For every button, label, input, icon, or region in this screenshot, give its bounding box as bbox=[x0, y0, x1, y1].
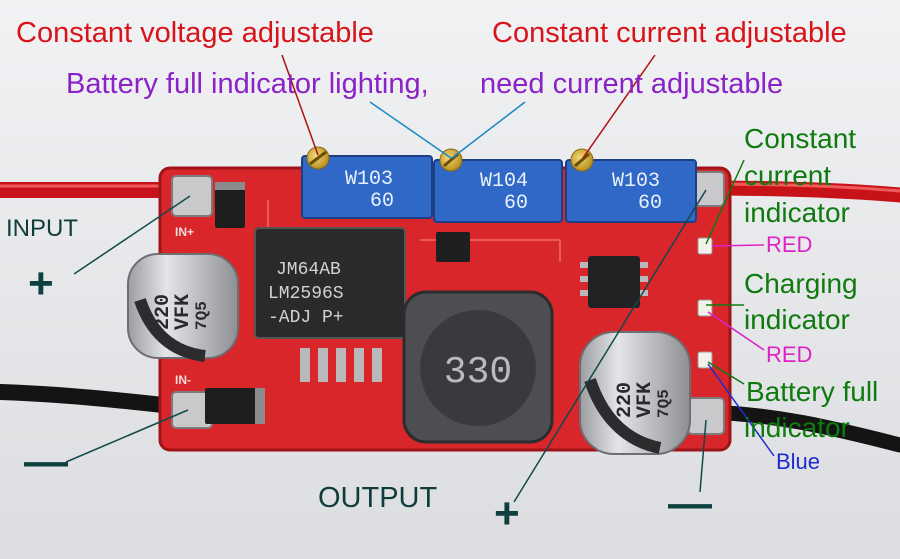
label-charging-red: RED bbox=[766, 342, 813, 367]
input-capacitor-marking-2: VFK bbox=[172, 294, 195, 330]
power-inductor: 330 bbox=[402, 290, 554, 444]
trimmer-3-sub: 60 bbox=[638, 192, 662, 215]
label-need-current: need current adjustable bbox=[480, 68, 784, 100]
trimmer-3-marking: W103 bbox=[612, 170, 660, 193]
transistor bbox=[436, 232, 470, 262]
label-cc-red: RED bbox=[766, 232, 813, 257]
label-battery-full-1: Battery full bbox=[746, 376, 879, 407]
label-cc-indicator-3: indicator bbox=[744, 197, 850, 228]
leader-battery-full-lighting bbox=[369, 101, 452, 159]
regulator-marking-2: LM2596S bbox=[268, 284, 344, 304]
label-constant-current: Constant current adjustable bbox=[492, 17, 847, 49]
leader-input-plus bbox=[73, 195, 191, 275]
trimmer-constant-current: W103 60 bbox=[565, 159, 697, 223]
schottky-diode bbox=[205, 388, 265, 424]
trimmer-1-sub: 60 bbox=[370, 190, 394, 213]
trimmer-1-marking: W103 bbox=[345, 168, 393, 191]
label-constant-voltage: Constant voltage adjustable bbox=[16, 17, 374, 49]
leader-output-minus bbox=[699, 419, 707, 493]
label-input-plus: + bbox=[28, 259, 54, 308]
input-diode bbox=[215, 182, 245, 228]
leader-need-current bbox=[451, 101, 526, 159]
solder-pad-in-plus bbox=[171, 175, 213, 217]
inductor-marking: 330 bbox=[444, 351, 512, 394]
label-output: OUTPUT bbox=[318, 482, 438, 514]
label-charging-2: indicator bbox=[744, 304, 850, 335]
leader-constant-voltage bbox=[281, 54, 319, 156]
pad-label-in-plus: IN+ bbox=[175, 225, 194, 239]
leader-blue bbox=[707, 363, 775, 457]
input-positive-wire bbox=[0, 182, 193, 198]
led-constant-current bbox=[697, 237, 713, 255]
leader-output-plus bbox=[513, 189, 707, 503]
trimmer-battery-full: W104 60 bbox=[433, 159, 563, 223]
label-input-minus: — bbox=[24, 437, 68, 486]
leader-cc-indicator bbox=[705, 159, 745, 245]
trimmer-constant-voltage: W103 60 bbox=[301, 155, 433, 219]
output-capacitor-marking-1: 220 bbox=[614, 382, 637, 418]
pad-label-in-minus: IN- bbox=[175, 373, 191, 387]
label-cc-indicator-1: Constant bbox=[744, 123, 857, 154]
regulator-marking-3: -ADJ P+ bbox=[268, 308, 344, 328]
lm2596-regulator: JM64AB LM2596S -ADJ P+ bbox=[254, 227, 406, 382]
trimmer-2-sub: 60 bbox=[504, 192, 528, 215]
label-battery-full-2: indicator bbox=[744, 412, 850, 443]
leader-cc-red bbox=[711, 244, 765, 247]
input-capacitor-marking-1: 220 bbox=[152, 294, 175, 330]
output-capacitor-marking-2: VFK bbox=[634, 382, 657, 418]
label-blue: Blue bbox=[776, 449, 821, 474]
input-capacitor: 220 VFK 7Q5 bbox=[127, 253, 239, 362]
leader-input-minus bbox=[65, 409, 189, 463]
output-negative-wire bbox=[697, 404, 900, 453]
input-capacitor-marking-3: 7Q5 bbox=[193, 301, 211, 330]
output-capacitor-marking-3: 7Q5 bbox=[655, 389, 673, 418]
label-input: INPUT bbox=[6, 215, 78, 242]
op-amp-chip bbox=[580, 256, 648, 308]
label-charging-1: Charging bbox=[744, 268, 858, 299]
regulator-marking-1: JM64AB bbox=[276, 260, 341, 280]
label-cc-indicator-2: current bbox=[744, 160, 832, 191]
label-output-plus: + bbox=[494, 489, 520, 538]
trimmer-2-marking: W104 bbox=[480, 170, 528, 193]
leader-constant-current bbox=[582, 54, 656, 159]
label-battery-full-lighting: Battery full indicator lighting, bbox=[66, 68, 429, 100]
label-output-minus: — bbox=[668, 479, 712, 528]
output-capacitor: 220 VFK 7Q5 bbox=[579, 331, 691, 455]
leader-battery-full bbox=[707, 361, 745, 385]
leader-charging-red bbox=[707, 311, 765, 351]
